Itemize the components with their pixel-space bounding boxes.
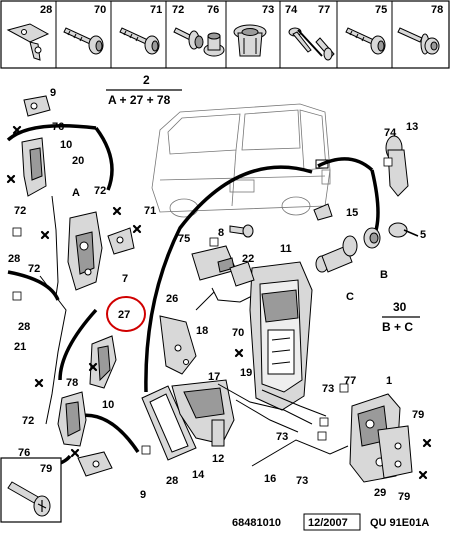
right-latch [349,393,413,483]
cell-label-70: 70 [94,4,106,16]
lock-cylinder [313,135,419,273]
callout-5: 5 [420,229,426,241]
callout-78: 78 [66,377,78,389]
left-parts [21,95,135,477]
screw-icon [345,27,386,55]
callout-7: 7 [122,273,128,285]
callout-9: 9 [50,87,56,99]
inset-label-79: 79 [40,463,52,475]
callout-76: 76 [52,121,64,133]
callout-14: 14 [192,469,205,481]
callout-10: 10 [60,139,72,151]
callout-18: 18 [196,325,208,337]
clip-icon [6,23,50,61]
callout-b: B [380,269,388,281]
assembly-30-label: 30 B + C [382,300,420,334]
callout-28: 28 [8,253,20,265]
callout-c: C [346,291,354,303]
callout-15: 15 [346,207,358,219]
callouts: 9 76 10 20 72 A 72 71 7 28 72 28 21 78 7… [8,87,426,503]
callout-72: 72 [94,185,106,197]
x-markers [6,125,432,480]
callout-17: 17 [208,371,220,383]
footer: 68481010 12/2007 QU 91E01A [232,513,429,531]
cell-label-73: 73 [262,4,274,16]
assembly-a-title: 2 [143,73,150,87]
cell-label-76: 76 [207,4,219,16]
callout-72: 72 [14,205,26,217]
square-markers [12,157,393,455]
highlight-circle-27 [106,296,146,332]
push-rivet-icon [203,32,225,57]
callout-72: 72 [22,415,34,427]
cell-label-77: 77 [318,4,330,16]
callout-21: 21 [14,341,26,353]
callout-77: 77 [344,375,356,387]
assembly-2-label: 2 A + 27 + 78 [106,73,182,107]
callout-72: 72 [28,263,40,275]
callout-8: 8 [218,227,224,239]
van-illustration [151,103,331,218]
callout-29: 29 [374,487,386,499]
assembly-b-formula: B + C [382,320,413,334]
callout-9: 9 [140,489,146,501]
callout-28: 28 [166,475,178,487]
callout-20: 20 [72,155,84,167]
washer-screw-icon [173,27,204,50]
cell-label-78: 78 [431,4,443,16]
rivet-icon [297,29,335,61]
flange-screw-icon [397,27,440,55]
screw-icon [63,27,104,55]
center-parts [141,224,254,461]
callout-19: 19 [240,367,252,379]
assembly-a-formula: A + 27 + 78 [108,93,171,107]
callout-73: 73 [322,383,334,395]
callout-76: 76 [18,447,30,459]
callout-1: 1 [386,375,392,387]
callout-16: 16 [264,473,276,485]
callout-73: 73 [296,475,308,487]
callout-28: 28 [18,321,30,333]
rods [217,383,349,467]
handle-assembly-11 [229,261,313,411]
footer-date: 12/2007 [308,517,348,529]
cell-label-75: 75 [375,4,387,16]
grommet-icon [233,24,267,57]
callout-22: 22 [242,253,254,265]
callout-10: 10 [102,399,114,411]
callout-73: 73 [276,431,288,443]
assembly-b-title: 30 [393,300,407,314]
callout-75: 75 [178,233,190,245]
callout-70: 70 [232,327,244,339]
cell-label-72: 72 [172,4,184,16]
callout-71: 71 [144,205,156,217]
callout-26: 26 [166,293,178,305]
inset-79: 79 [0,457,62,523]
callout-11: 11 [280,243,292,255]
screw-icon [119,27,160,55]
callout-79: 79 [412,409,424,421]
cell-label-74: 74 [285,4,298,16]
callout-13: 13 [406,121,418,133]
cell-label-28: 28 [40,4,52,16]
callout-a: A [72,187,80,199]
cell-label-71: 71 [150,4,162,16]
footer-ref: 68481010 [232,517,281,529]
callout-12: 12 [212,453,224,465]
fastener-table: 28 70 71 72 76 73 74 77 75 78 [0,0,450,69]
footer-code: QU 91E01A [370,517,429,529]
callout-79: 79 [398,491,410,503]
highlight-label-27: 27 [118,309,130,321]
callout-74: 74 [384,127,397,139]
